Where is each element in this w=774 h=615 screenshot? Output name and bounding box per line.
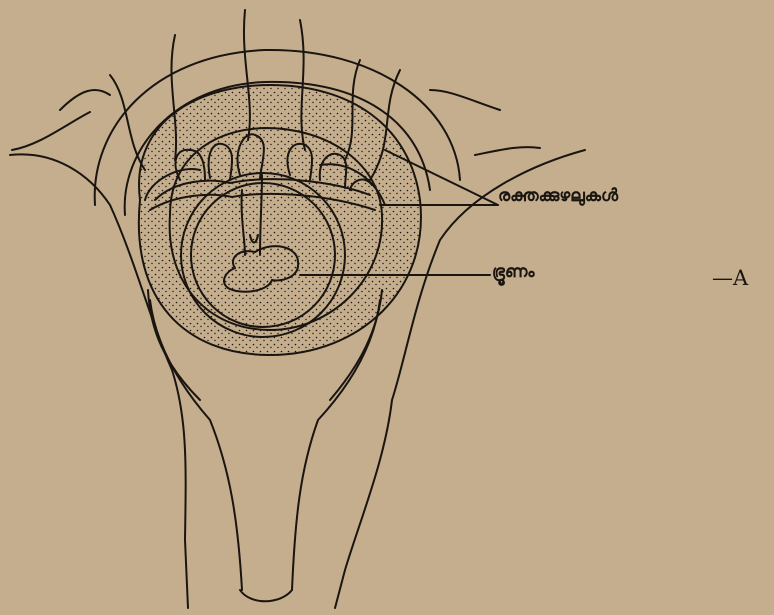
figure-marker: —A <box>712 266 748 290</box>
blood-vessels-label: രക്തക്കുഴലുകൾ <box>498 186 618 206</box>
stippled-layer <box>139 85 421 355</box>
embryo-label: ഭ്രൂണം <box>492 262 535 282</box>
